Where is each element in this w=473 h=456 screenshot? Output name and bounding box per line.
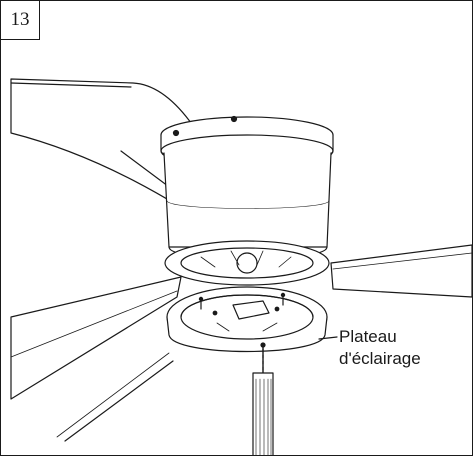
light-kit-plate — [166, 286, 328, 353]
screw-left — [198, 296, 204, 310]
blade-mount-ring — [164, 240, 330, 286]
fan-blade-lower-left — [10, 276, 182, 400]
step-number: 13 — [1, 1, 40, 40]
callout-line-2: d'éclairage — [339, 349, 421, 368]
screw-right — [280, 292, 286, 306]
fan-blade-right — [330, 244, 472, 298]
screwdriver — [252, 346, 274, 455]
fan-blade-lower-edge — [56, 352, 174, 442]
callout-line-1: Plateau — [339, 327, 397, 346]
light-kit-plate-label: Plateau d'éclairage — [339, 326, 421, 370]
callout-leader-line — [318, 336, 338, 340]
